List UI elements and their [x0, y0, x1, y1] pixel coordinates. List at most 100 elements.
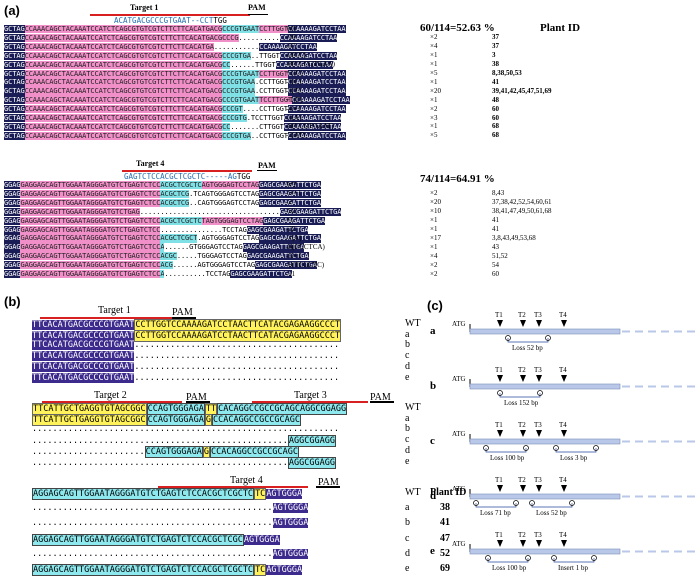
- b-target4-label: Target 4: [230, 475, 263, 486]
- seq-left: GGAG: [4, 243, 21, 252]
- count: ×5: [430, 131, 438, 140]
- edit-bracket: [507, 338, 549, 343]
- b-pam4-line: [316, 486, 340, 488]
- alignment-row: GGAGGAGGAGCAGTTGGAATAGGGATGTCTGAGTCTCCAC…: [4, 181, 321, 190]
- seq-mid: CCAAACAGCTACAAATCCATCTCAGCGTGTCGTCTTCTTC…: [24, 25, 223, 34]
- edit-bracket: [475, 503, 517, 508]
- c-row-tag: e: [430, 545, 435, 557]
- target-mark-3: T3: [534, 531, 542, 539]
- gene-bar: [469, 383, 621, 390]
- seq-mid: GAGGAGCAGTTGGAATAGGGATGTCTGAGTCTCC: [20, 198, 161, 208]
- seq-tail: .....TGGGAGTCCTAG: [176, 252, 247, 261]
- plant-ids: 68: [492, 122, 499, 131]
- seq-left: GCTAG: [4, 60, 25, 69]
- b2-tag: d: [405, 444, 410, 456]
- b2-tag: c: [405, 434, 410, 446]
- target-arrow: [497, 540, 503, 547]
- seq-mid: GAGGAGCAGTTGGAATAGGGATGTCTGAGTCTCC: [20, 189, 161, 199]
- seq-left: GGAG: [4, 225, 21, 234]
- seq-mid: CCAAACAGCTACAAATCCATCTCAGCGTGTCGTCTTCTTC…: [24, 78, 223, 87]
- gene-bar: [469, 493, 621, 500]
- scissor-icon: [545, 335, 551, 341]
- b2-cyan1: CCAGTGGGAGA: [144, 445, 203, 458]
- seq-mid: GAGGAGCAGTTGGAATAGGGATGTCTGAGTCTCC: [20, 216, 161, 225]
- seq-cy: CCCGTGAAT: [222, 96, 260, 105]
- b3-mid: TC: [254, 488, 267, 500]
- b-target2-label: Target 2: [94, 390, 127, 401]
- target-arrow: [497, 320, 503, 327]
- alignment-row: GCTAGCCAAACAGCTACAAATCCATCTCAGCGTGTCGTCT…: [4, 25, 346, 34]
- target-arrow: [561, 320, 567, 327]
- mutation-tag: WT: [286, 24, 297, 33]
- b3-row: AGGAGCAGTTGGAATAGGGATGTCTGAGTCTCCACGCTCG…: [32, 533, 280, 546]
- seq-right: CCAAAAGATCCTAA: [283, 114, 342, 123]
- scissor-icon: [523, 445, 529, 451]
- b2-mid: TT: [204, 403, 218, 415]
- alignment-row: GGAGGAGGAGCAGTTGGAATAGGGATGTCTGAG.......…: [4, 207, 342, 216]
- seq-tail: ..TTGGT: [250, 51, 280, 60]
- b2-cyan2: AGGCGGAGG: [287, 435, 336, 448]
- b3-tag: d: [405, 547, 410, 559]
- edit-note: Loss 152 bp: [504, 399, 539, 407]
- target-arrow: [536, 375, 542, 382]
- alignment-row: GCTAGCCAAACAGCTACAAATCCATCTCAGCGTGTCGTCT…: [4, 105, 346, 114]
- seq-left: GCTAG: [4, 78, 25, 87]
- b2-tag: WT: [405, 402, 421, 413]
- plant-ids: 3,8,43,49,53,68: [492, 233, 536, 242]
- seq-left: GGAG: [4, 189, 21, 199]
- seq-tail: ..CAGTGGGAGTCCTAG: [189, 198, 260, 208]
- seq-mid: GAGGAGCAGTTGGAATAGGGATGTCTGAGTCTCC: [20, 261, 161, 270]
- summary1-ratio: 60/114=52.63 %: [420, 22, 495, 34]
- plant-ids: 3: [492, 51, 496, 60]
- summary2-ratio: 74/114=64.91 %: [420, 173, 495, 185]
- pam1-underline: [248, 14, 268, 15]
- b-target4-line: [158, 486, 308, 488]
- b2-dots: ........................................…: [32, 436, 288, 447]
- mutation-tag: -8(CCGTGAAT): [286, 122, 334, 131]
- b3-purple: AGTGGGA: [266, 565, 303, 575]
- gene-bar: [469, 548, 621, 555]
- seq-tail: .TCCTTGGT: [246, 114, 284, 123]
- gene-bar: [469, 328, 621, 335]
- edit-note: Loss 52 bp: [536, 509, 567, 517]
- scissor-icon: [505, 335, 511, 341]
- seq-left: GGAG: [4, 207, 21, 216]
- seq-left: GGAG: [4, 261, 21, 270]
- count: ×2: [430, 260, 438, 269]
- plant-ids: 8,43: [492, 189, 505, 198]
- seq-mid: CCAAACAGCTACAAATCCATCTCAGCGTGTCGTCTTCTTC…: [24, 87, 223, 96]
- b1-purple: TTCACATGACGCCCGTGAAT: [32, 361, 135, 372]
- mutation-tag: +1(T): [286, 95, 303, 104]
- seq-cy: A: [160, 270, 165, 279]
- target-mark-3: T3: [534, 421, 542, 429]
- count: ×5: [430, 69, 438, 77]
- count: ×4: [430, 251, 438, 260]
- scissor-icon: [537, 390, 543, 396]
- target-arrow: [520, 320, 526, 327]
- seq-cy: CC: [222, 60, 231, 69]
- target-mark-1: T1: [495, 366, 503, 374]
- count: ×1: [430, 216, 438, 225]
- mutation-tag: -4/+1: [286, 104, 302, 113]
- b2-row: ........................................…: [32, 435, 336, 448]
- seq-right: CCAAAAGATCCTAA: [287, 105, 346, 114]
- alignment-row: GCTAGCCAAACAGCTACAAATCCATCTCAGCGTGTCGTCT…: [4, 131, 346, 141]
- seq-left: GCTAG: [4, 96, 25, 105]
- edit-bracket: [499, 393, 541, 398]
- target1-label: Target 1: [130, 3, 159, 12]
- b1-yellow: CCTTGGTCCAAAAGATCCTAACTTCATACGAGAAGGCCCT: [134, 329, 342, 342]
- alignment-row: GCTAGCCAAACAGCTACAAATCCATCTCAGCGTGTCGTCT…: [4, 114, 342, 123]
- alignment-row: GGAGGAGGAGCAGTTGGAATAGGGATGTCTGAGTCTCCAC…: [4, 189, 321, 199]
- scissor-icon: [485, 555, 491, 561]
- scissor-icon: [551, 555, 557, 561]
- seq-left: GCTAG: [4, 69, 25, 78]
- b1-tag: c: [405, 350, 410, 362]
- seq-mid: CCAAACAGCTACAAATCCATCTCAGCGTGTCGTCTTCTTC…: [24, 131, 223, 141]
- plant-ids: 43: [492, 242, 499, 251]
- seq-tail: .......CTTGGT: [230, 122, 284, 132]
- count: ×1: [430, 95, 438, 104]
- b2-dots: ........................................…: [32, 424, 340, 435]
- plant-ids: 8,38,50,53: [492, 69, 522, 77]
- b2-tag: a: [405, 412, 410, 424]
